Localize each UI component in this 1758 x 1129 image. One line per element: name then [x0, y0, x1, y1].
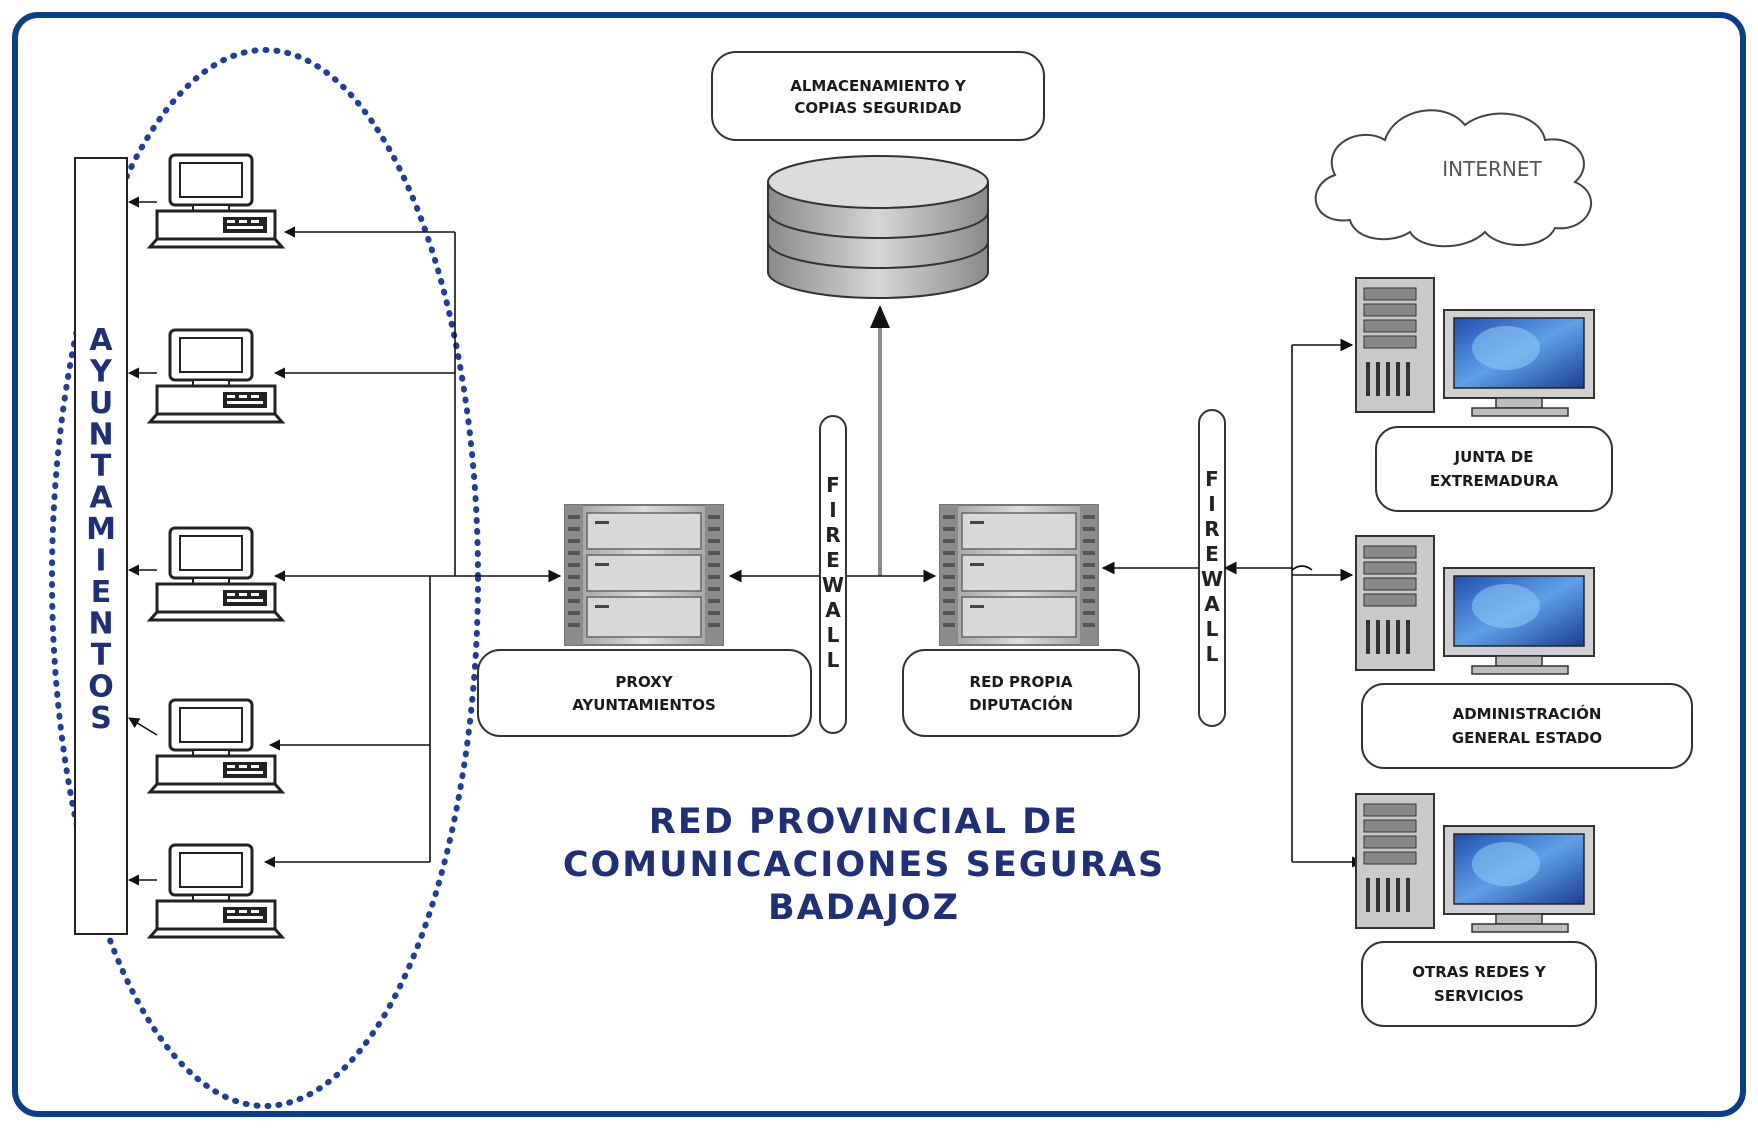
storage-label-line2: COPIAS SEGURIDAD	[794, 99, 961, 117]
firewall-1-letter: F	[826, 473, 840, 497]
ayuntamientos-letter: O	[88, 670, 114, 705]
database-icon	[767, 155, 989, 299]
proxy-label-line2: AYUNTAMIENTOS	[572, 696, 716, 714]
municipality-pc-icon	[148, 526, 284, 622]
ayuntamientos-letter: N	[88, 607, 113, 642]
ayuntamientos-box	[74, 157, 128, 935]
diagram-title-line3: BADAJOZ	[768, 888, 960, 928]
ayuntamientos-letter: S	[90, 701, 112, 736]
municipality-pc-icon	[148, 328, 284, 424]
age-label-box	[1361, 683, 1693, 769]
age-label-line2: GENERAL ESTADO	[1452, 729, 1602, 747]
age-workstation-icon	[1355, 535, 1595, 675]
firewall-2-letter: L	[1206, 642, 1219, 666]
ayuntamientos-label: AYUNTAMIENTOS	[86, 323, 116, 736]
firewall-2-letter: A	[1204, 592, 1220, 616]
junta-workstation-icon	[1355, 277, 1595, 417]
firewall-1-letter: A	[825, 598, 841, 622]
ayuntamientos-letter: Y	[89, 355, 113, 390]
storage-label-box	[711, 51, 1045, 141]
municipality-pc-icon	[148, 698, 284, 794]
firewall-2-letter: W	[1201, 567, 1223, 591]
otras-label-line2: SERVICIOS	[1434, 987, 1524, 1005]
otras-label-line1: OTRAS REDES Y	[1412, 963, 1547, 981]
firewall-1-letter: I	[829, 498, 836, 522]
firewall-1-letter: L	[827, 648, 840, 672]
red-propia-label-line1: RED PROPIA	[970, 673, 1073, 691]
ayuntamientos-letter: A	[89, 323, 113, 358]
red-propia-label-line2: DIPUTACIÓN	[969, 695, 1073, 714]
junta-label-box	[1375, 426, 1613, 512]
diputacion-server-icon	[939, 504, 1099, 646]
red-propia-label-box	[902, 649, 1140, 737]
municipality-pc-icon	[148, 153, 284, 249]
proxy-label-line1: PROXY	[615, 673, 673, 691]
municipality-pc-icon	[148, 843, 284, 939]
internet-cloud-icon: INTERNET	[1314, 109, 1593, 248]
otras-workstation-icon	[1355, 793, 1595, 933]
diagram-title-line1: RED PROVINCIAL DE	[649, 802, 1079, 842]
ayuntamientos-letter: A	[89, 481, 113, 516]
ayuntamientos-letter: M	[86, 512, 116, 547]
firewall-1-letter: R	[825, 523, 840, 547]
proxy-server-icon	[564, 504, 724, 646]
internet-label: INTERNET	[1442, 157, 1542, 181]
age-label-line1: ADMINISTRACIÓN	[1453, 704, 1602, 723]
firewall-2-letter: L	[1206, 617, 1219, 641]
ayuntamientos-letter: N	[88, 418, 113, 453]
firewall-2-letter: E	[1205, 542, 1219, 566]
ayuntamientos-letter: I	[95, 544, 106, 579]
ayuntamientos-letter: T	[91, 638, 112, 673]
junta-label-line1: JUNTA DE	[1454, 448, 1534, 466]
ayuntamientos-letter: T	[91, 449, 112, 484]
ayuntamientos-letter: U	[89, 386, 113, 421]
firewall-2-letter: F	[1205, 467, 1219, 491]
firewall-1-letter: E	[826, 548, 840, 572]
junta-label-line2: EXTREMADURA	[1430, 472, 1559, 490]
firewall-2-letter: R	[1204, 517, 1219, 541]
firewall-1-letter: W	[822, 573, 844, 597]
firewall-2-letter: I	[1208, 492, 1215, 516]
diagram-title-line2: COMUNICACIONES SEGURAS	[563, 845, 1165, 885]
proxy-label-box	[477, 649, 812, 737]
storage-label-line1: ALMACENAMIENTO Y	[790, 77, 967, 95]
ayuntamientos-letter: E	[91, 575, 112, 610]
firewall-1-letter: L	[827, 623, 840, 647]
firewall-1	[819, 415, 847, 734]
otras-label-box	[1361, 941, 1597, 1027]
